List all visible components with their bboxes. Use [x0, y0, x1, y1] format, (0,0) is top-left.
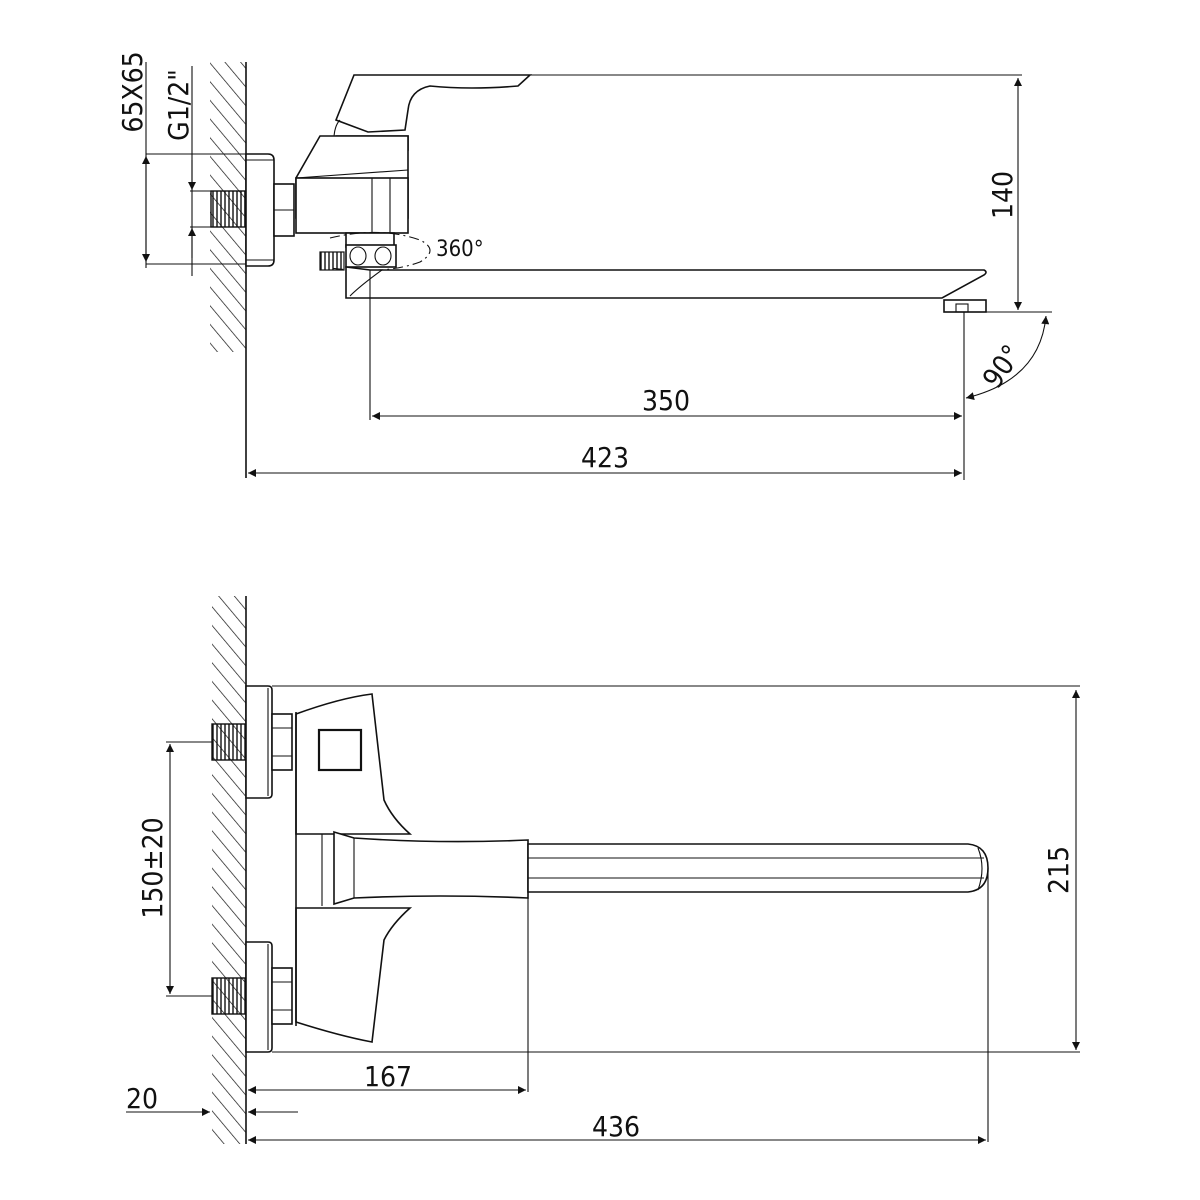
- top-view: 360° 140 90° 350 423 65X65: [116, 51, 1052, 480]
- threaded-inlet-lower: [211, 977, 247, 1015]
- swivel-angle-label: 360°: [436, 237, 484, 262]
- outlet-angle-label: 90°: [976, 339, 1029, 394]
- mixer-body-lower: [295, 907, 413, 1043]
- lever-handle-top: [334, 74, 533, 133]
- wall-flange-top: [245, 153, 275, 267]
- flange-size-label: 65X65: [116, 51, 149, 132]
- threaded-inlet-upper: [211, 723, 247, 761]
- wall-flange-lower: [245, 941, 273, 1053]
- spout-front: [527, 843, 989, 893]
- height-front-label: 215: [1042, 846, 1075, 894]
- total-length-front-label: 436: [592, 1110, 640, 1143]
- wall-gap-label: 20: [126, 1082, 158, 1115]
- threaded-inlet-top: [210, 190, 246, 228]
- wall-section-front: [212, 596, 247, 1144]
- mixer-body-upper: [295, 693, 413, 835]
- total-length-top-label: 423: [581, 441, 629, 474]
- union-nut-lower: [271, 967, 293, 1025]
- swivel-nut-top: [345, 244, 397, 268]
- wall-flange-upper: [245, 685, 273, 799]
- wall-section-top: [210, 62, 247, 478]
- body-depth-label: 167: [364, 1060, 412, 1093]
- spout-top: [345, 266, 987, 299]
- height-dimension-label: 140: [986, 171, 1019, 219]
- inlet-spacing-label: 150±20: [136, 817, 169, 918]
- front-view: 215 150±20 167 20 436: [126, 596, 1080, 1144]
- spout-reach-label: 350: [642, 384, 690, 417]
- spout-neck: [333, 830, 529, 906]
- cartridge-square: [317, 728, 363, 772]
- union-nut-upper: [271, 713, 293, 771]
- thread-size-label: G1/2": [162, 69, 195, 141]
- aerator-top: [943, 299, 987, 313]
